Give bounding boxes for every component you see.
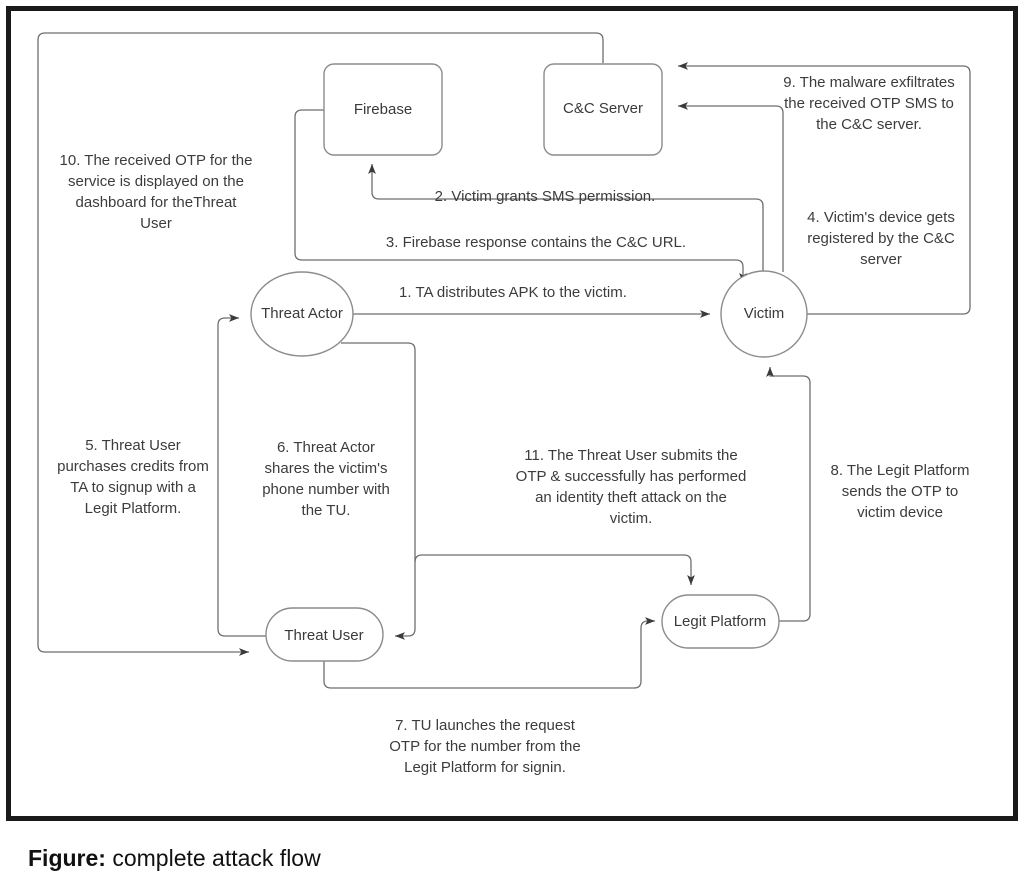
svg-text:3. Firebase response contains: 3. Firebase response contains the C&C UR… [386,234,686,251]
figure-caption-label: Figure: [28,845,106,871]
node-threat-actor-label: Threat Actor [261,305,343,322]
svg-text:victim device: victim device [857,504,943,521]
figure-caption: Figure: complete attack flow [28,845,321,872]
svg-text:the received OTP SMS to: the received OTP SMS to [784,95,954,112]
node-cc-server[interactable]: C&C Server [543,63,663,156]
edge-11-connector [414,554,695,585]
svg-text:2. Victim grants SMS permissio: 2. Victim grants SMS permission. [435,188,656,205]
svg-text:7. TU launches the request: 7. TU launches the request [395,717,576,734]
edge-9-connector [678,62,971,315]
svg-text:8. The Legit Platform: 8. The Legit Platform [831,462,970,479]
edge-2-connector [368,164,764,272]
attack-flow-diagram: Firebase C&C Server Threat Actor Victim … [37,32,971,776]
edge-4-connector [678,102,784,272]
svg-text:server: server [860,251,902,268]
edge-6-label: 6. Threat Actor shares the victim's phon… [262,439,390,519]
svg-text:OTP & successfully has perform: OTP & successfully has performed [516,468,747,485]
svg-text:Legit Platform.: Legit Platform. [85,500,182,517]
svg-text:10. The received OTP for the: 10. The received OTP for the [60,152,253,169]
edge-7-label: 7. TU launches the request OTP for the n… [389,717,580,776]
edge-10-connector [37,32,604,656]
node-threat-user-label: Threat User [284,627,363,644]
svg-text:1. TA distributes APK to the v: 1. TA distributes APK to the victim. [399,284,627,301]
node-threat-user[interactable]: Threat User [265,607,384,662]
edge-7-connector [323,617,655,689]
svg-text:4. Victim's device gets: 4. Victim's device gets [807,209,955,226]
svg-text:OTP for the number from the: OTP for the number from the [389,738,580,755]
svg-text:9. The malware exfiltrates: 9. The malware exfiltrates [783,74,954,91]
node-threat-actor[interactable]: Threat Actor [250,271,354,357]
svg-text:phone number with: phone number with [262,481,390,498]
svg-text:service is displayed on the: service is displayed on the [68,173,244,190]
svg-text:TA to signup with a: TA to signup with a [70,479,196,496]
svg-text:victim.: victim. [610,510,653,527]
edge-10-label: 10. The received OTP for the service is … [60,152,253,232]
edge-3-connector [294,109,747,283]
edge-6-connector [341,342,416,640]
svg-text:User: User [140,215,172,232]
edge-9-label: 9. The malware exfiltrates the received … [783,74,954,133]
svg-text:5. Threat User: 5. Threat User [85,437,181,454]
edge-5-label: 5. Threat User purchases credits from TA… [57,437,209,517]
edge-2-label: 2. Victim grants SMS permission. [435,188,656,205]
figure-frame [6,6,1018,821]
svg-text:purchases credits from: purchases credits from [57,458,209,475]
node-victim-label: Victim [744,305,785,322]
svg-text:Legit Platform for signin.: Legit Platform for signin. [404,759,566,776]
edge-8-connector [766,367,811,622]
node-legit-platform[interactable]: Legit Platform [661,594,780,649]
svg-text:the TU.: the TU. [302,502,351,519]
edge-11-label: 11. The Threat User submits the OTP & su… [516,447,747,527]
figure-caption-text: complete attack flow [105,845,321,871]
node-firebase[interactable]: Firebase [323,63,443,156]
edge-4-label: 4. Victim's device gets registered by th… [807,209,955,268]
edge-8-label: 8. The Legit Platform sends the OTP to v… [831,462,970,521]
node-legit-platform-label: Legit Platform [674,613,767,630]
edge-3-label: 3. Firebase response contains the C&C UR… [386,234,686,251]
node-firebase-label: Firebase [354,101,412,118]
svg-text:sends the OTP to: sends the OTP to [842,483,958,500]
svg-text:dashboard for theThreat: dashboard for theThreat [76,194,238,211]
svg-text:6. Threat Actor: 6. Threat Actor [277,439,375,456]
edge-5-connector [217,314,266,637]
svg-text:registered by the C&C: registered by the C&C [807,230,955,247]
svg-text:the C&C server.: the C&C server. [816,116,922,133]
svg-text:shares the victim's: shares the victim's [265,460,388,477]
node-cc-server-label: C&C Server [563,100,643,117]
node-victim[interactable]: Victim [720,270,808,358]
edge-1-label: 1. TA distributes APK to the victim. [399,284,627,301]
svg-text:11. The Threat User submits th: 11. The Threat User submits the [524,447,737,464]
svg-text:an identity theft attack on th: an identity theft attack on the [535,489,727,506]
